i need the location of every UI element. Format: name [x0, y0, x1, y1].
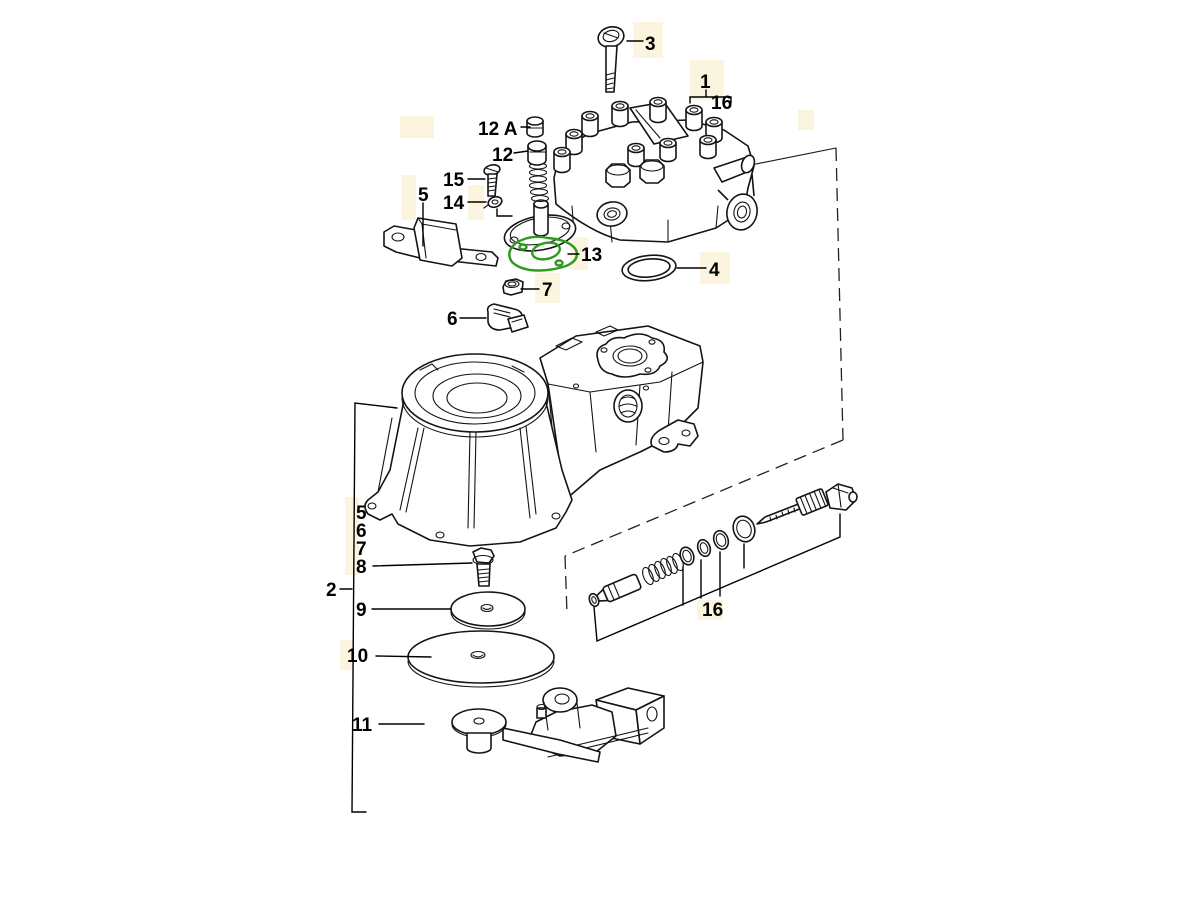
part-housing-2	[539, 325, 704, 501]
hotspot	[697, 600, 723, 620]
part-washer-9	[450, 591, 526, 630]
hotspot	[401, 175, 416, 220]
label-11[interactable]: 11	[352, 715, 373, 736]
label-12a[interactable]: 12 A	[478, 119, 518, 140]
union-fittings	[553, 96, 723, 174]
part-washer-14	[483, 195, 503, 209]
label-4[interactable]: 4	[709, 260, 720, 281]
part-screw-3	[597, 26, 625, 93]
label-9[interactable]: 9	[356, 600, 367, 621]
part-housing-2-funnel	[364, 353, 573, 547]
label-3[interactable]: 3	[645, 34, 656, 55]
spring-coil	[528, 162, 550, 203]
part-valve-12	[503, 140, 577, 252]
label-16-top[interactable]: 16	[711, 93, 732, 114]
label-8[interactable]: 8	[356, 557, 367, 578]
label-12[interactable]: 12	[492, 145, 513, 166]
hotspot	[798, 110, 814, 130]
hotspot	[345, 497, 359, 575]
part-bracket-5	[383, 217, 499, 267]
part-screw-15	[483, 164, 501, 197]
label-13[interactable]: 13	[581, 245, 602, 266]
needle-valve	[756, 483, 858, 525]
kit-16-group	[588, 483, 858, 643]
label-7-top[interactable]: 7	[542, 280, 553, 301]
kit-spring	[642, 552, 684, 586]
part-sensor-plate-10	[407, 630, 555, 688]
hotspot	[340, 640, 354, 670]
part-gasket-13-highlighted[interactable]	[508, 235, 579, 272]
label-10[interactable]: 10	[347, 646, 368, 667]
reference-outline	[564, 147, 844, 615]
hex-plugs	[605, 159, 665, 188]
label-5-top[interactable]: 5	[418, 185, 429, 206]
part-sensor-lever-11	[451, 687, 665, 763]
hotspot	[400, 116, 434, 138]
label-6-stack[interactable]: 6	[356, 521, 367, 542]
control-plunger	[596, 573, 642, 603]
label-5-stack[interactable]: 5	[356, 503, 367, 524]
leader-lines	[339, 40, 732, 813]
label-16-kit[interactable]: 16	[702, 600, 723, 621]
part-fuel-distributor-1	[553, 96, 758, 243]
assembly-2-bracket	[351, 402, 398, 813]
hotspot	[535, 273, 560, 303]
part-bolt-8	[472, 547, 495, 587]
callout-labels: 3 1 16 12 A 12 15 14 5 13 4 7 6 5 6 7 8 …	[326, 34, 732, 736]
label-2[interactable]: 2	[326, 580, 337, 601]
part-cap-12a	[526, 116, 544, 138]
label-6-top[interactable]: 6	[447, 309, 458, 330]
part-nut-7	[502, 278, 524, 296]
hotspot	[690, 60, 724, 100]
part-holder-6	[486, 303, 529, 333]
part-oring-4	[621, 254, 677, 282]
label-14[interactable]: 14	[443, 193, 465, 214]
hotspot	[633, 22, 663, 58]
label-15[interactable]: 15	[443, 170, 465, 191]
label-7-stack[interactable]: 7	[356, 539, 367, 560]
label-1[interactable]: 1	[700, 72, 711, 93]
